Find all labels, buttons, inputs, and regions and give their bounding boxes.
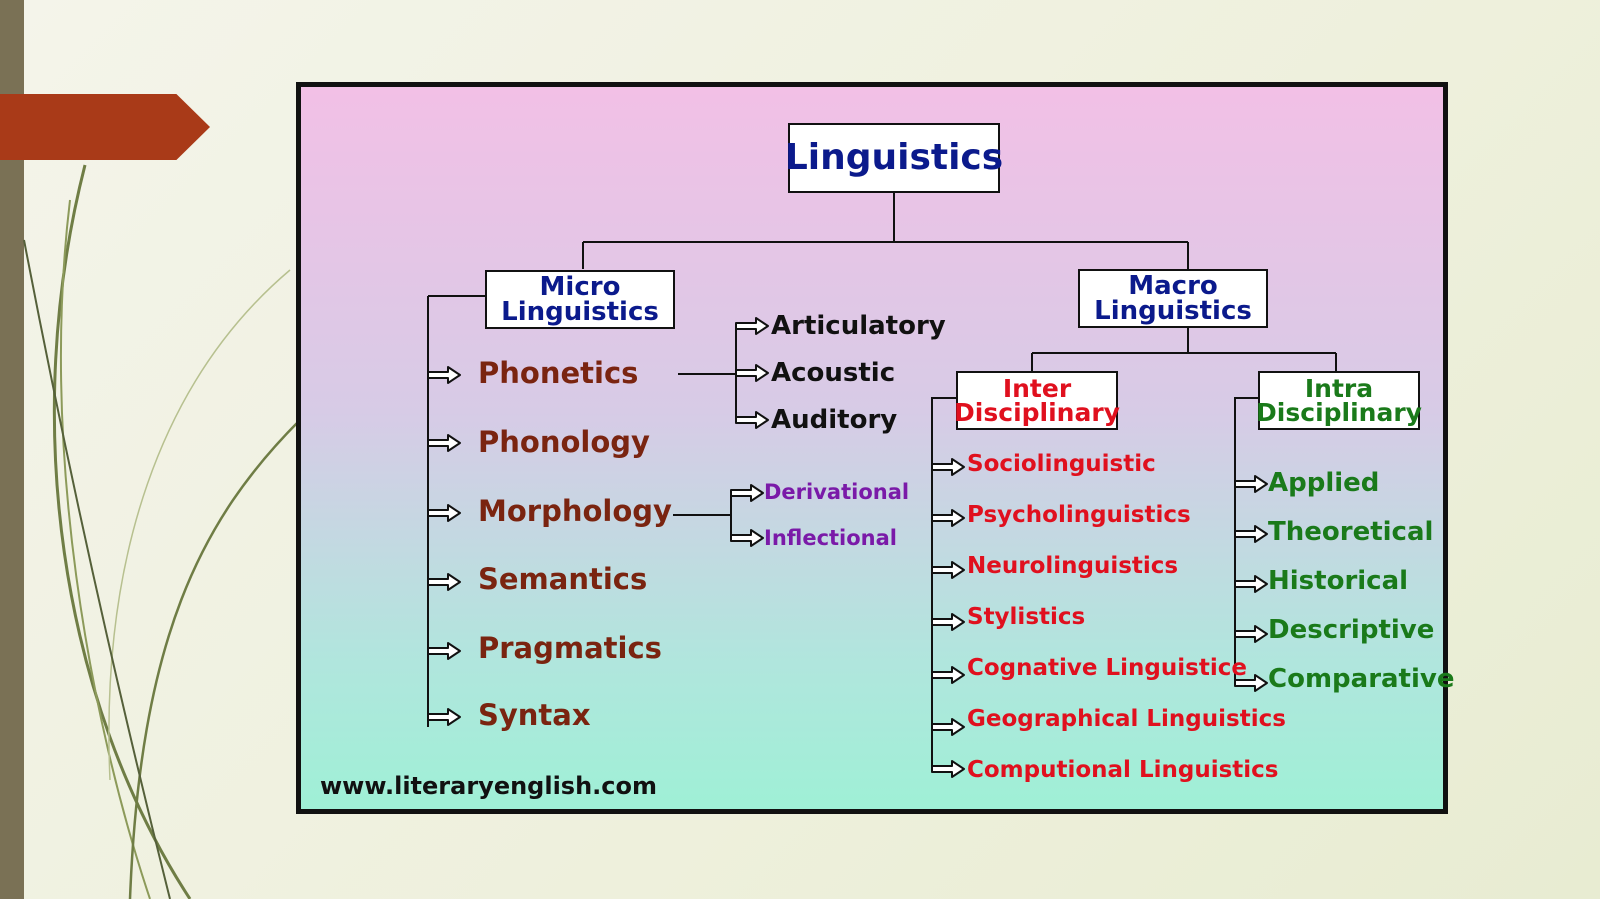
intra-branch-descriptive: Descriptive xyxy=(1268,615,1435,645)
root-node-label: Linguistics xyxy=(784,136,1004,178)
micro-line1: Micro xyxy=(539,271,621,302)
phonetics-articulatory: Articulatory xyxy=(771,311,946,341)
intra-branch-historical: Historical xyxy=(1268,566,1409,596)
micro-branch-phonology: Phonology xyxy=(478,425,650,459)
intra-line1: Intra xyxy=(1304,373,1374,403)
intra-branch-applied: Applied xyxy=(1268,468,1380,498)
inter-branch-psycholinguistics: Psycholinguistics xyxy=(967,502,1191,528)
micro-branch-pragmatics: Pragmatics xyxy=(478,631,662,665)
slide-arrow-tab xyxy=(0,94,210,160)
inter-branch-stylistics: Stylistics xyxy=(967,604,1086,630)
inter-arrows xyxy=(931,458,965,778)
macro-line1: Macro xyxy=(1128,270,1218,301)
diagram-panel: Linguistics Micro Linguistics Macro Ling… xyxy=(296,82,1454,814)
inter-branch-geographical: Geographical Linguistics xyxy=(967,706,1286,732)
phonetics-acoustic: Acoustic xyxy=(771,358,896,388)
morphology-inflectional: Inflectional xyxy=(764,526,898,550)
micro-branch-semantics: Semantics xyxy=(478,562,648,596)
micro-branch-morphology: Morphology xyxy=(478,494,672,528)
intra-branch-comparative: Comparative xyxy=(1268,664,1455,694)
phonetics-auditory: Auditory xyxy=(771,405,898,435)
micro-arrows xyxy=(427,366,461,726)
macro-linguistics-box: Macro Linguistics xyxy=(1078,269,1268,328)
website-credit: www.literaryenglish.com xyxy=(320,772,658,800)
intra-branch-theoretical: Theoretical xyxy=(1268,517,1434,547)
intra-disciplinary-box: Intra Disciplinary xyxy=(1256,371,1422,430)
root-node-box: Linguistics xyxy=(784,123,1004,193)
micro-line2: Linguistics xyxy=(501,296,659,327)
morphology-derivational: Derivational xyxy=(764,480,910,504)
micro-linguistics-box: Micro Linguistics xyxy=(485,270,675,329)
inter-branch-neurolinguistics: Neurolinguistics xyxy=(967,553,1179,579)
inter-disciplinary-box: Inter Disciplinary xyxy=(954,371,1120,430)
micro-branch-phonetics: Phonetics xyxy=(478,356,639,390)
micro-branch-syntax: Syntax xyxy=(478,698,591,732)
inter-line1: Inter xyxy=(1002,373,1072,403)
inter-branch-sociolinguistic: Sociolinguistic xyxy=(967,451,1156,477)
inter-branch-computional: Computional Linguistics xyxy=(967,757,1279,783)
macro-line2: Linguistics xyxy=(1094,295,1252,326)
morphology-arrows xyxy=(730,484,764,547)
decorative-curves xyxy=(23,164,300,899)
inter-line2: Disciplinary xyxy=(954,397,1120,427)
intra-line2: Disciplinary xyxy=(1256,397,1422,427)
connector-lines xyxy=(427,192,1337,778)
phonetics-arrows xyxy=(735,317,769,429)
inter-branch-cognative: Cognative Linguistice xyxy=(967,655,1247,681)
